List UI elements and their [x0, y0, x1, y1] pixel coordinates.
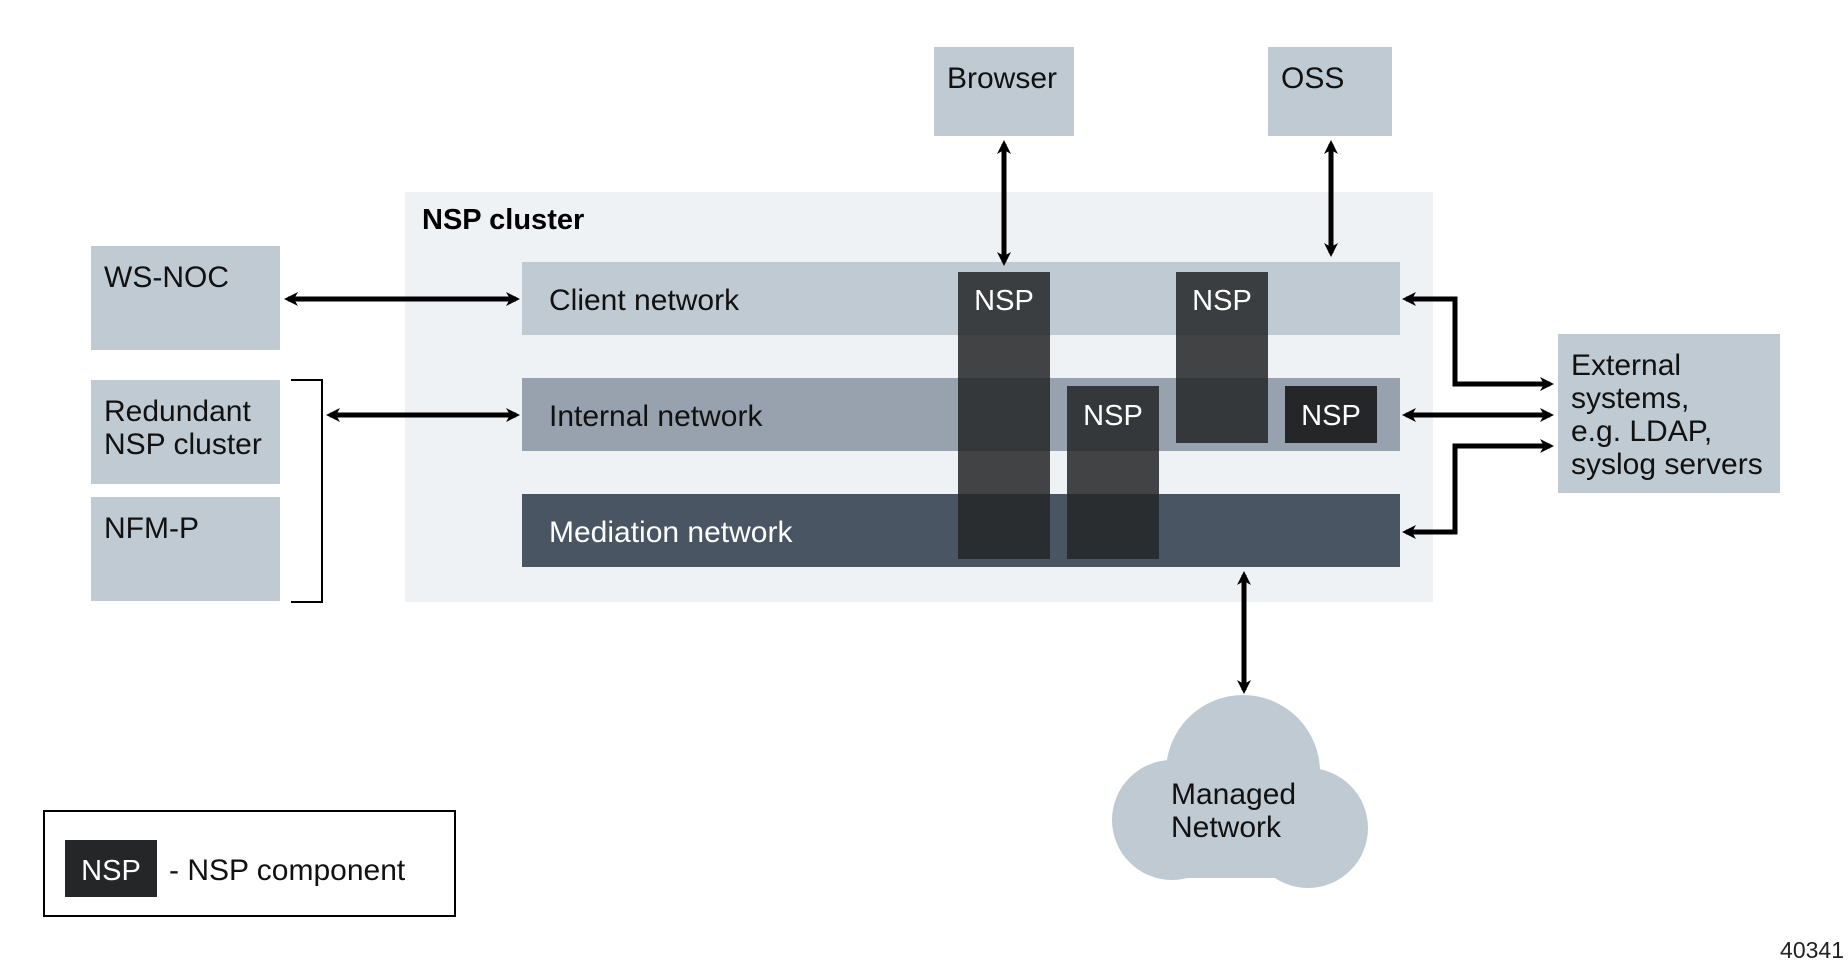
figure-id: 40341: [1780, 937, 1844, 963]
nsp-component-2: [1067, 386, 1159, 559]
redundant-line-1: Redundant: [104, 395, 251, 428]
external-line-2: systems,: [1571, 382, 1689, 415]
managed-network-label: Managed Network: [1171, 778, 1304, 844]
redundant-line-2: NSP cluster: [104, 428, 262, 461]
internal-network-label: Internal network: [549, 400, 763, 433]
browser-node: [934, 47, 1074, 136]
mediation-network-label: Mediation network: [549, 516, 793, 549]
external-systems-node: [1558, 334, 1780, 493]
left-group-bracket: [291, 379, 323, 603]
nsp-component-1-label: NSP: [974, 285, 1034, 317]
managed-network-cloud: [1112, 695, 1368, 888]
nsp-component-4-label: NSP: [1301, 400, 1361, 432]
arrow-client-external: [1402, 292, 1554, 391]
oss-label: OSS: [1281, 62, 1344, 95]
nsp-component-2-label: NSP: [1083, 400, 1143, 432]
external-line-1: External: [1571, 349, 1681, 382]
oss-node: [1268, 47, 1392, 136]
redundant-nsp-cluster-node: [91, 380, 280, 484]
legend-nsp-swatch: [65, 840, 157, 897]
arrow-mediation-external: [1402, 439, 1554, 539]
redundant-nsp-cluster-label: Redundant NSP cluster: [104, 395, 262, 461]
nfm-p-node: [91, 497, 280, 601]
nsp-component-3: [1176, 272, 1268, 443]
nsp-component-1: [958, 272, 1050, 559]
ws-noc-node: [91, 246, 280, 350]
external-line-4: syslog servers: [1571, 448, 1763, 481]
legend-swatch-label: NSP: [81, 855, 141, 887]
connectors: [284, 140, 1554, 694]
nsp-component-4: [1285, 386, 1377, 443]
nsp-component-3-label: NSP: [1192, 285, 1252, 317]
nfm-p-label: NFM-P: [104, 512, 199, 545]
external-systems-label: External systems, e.g. LDAP, syslog serv…: [1571, 349, 1763, 481]
managed-line-2: Network: [1171, 811, 1282, 844]
nsp-cluster-title: NSP cluster: [422, 204, 584, 236]
legend-text: - NSP component: [169, 854, 406, 887]
ws-noc-label: WS-NOC: [104, 261, 229, 294]
client-network-label: Client network: [549, 284, 740, 317]
browser-label: Browser: [947, 62, 1057, 95]
external-line-3: e.g. LDAP,: [1571, 415, 1712, 448]
managed-line-1: Managed: [1171, 778, 1296, 811]
